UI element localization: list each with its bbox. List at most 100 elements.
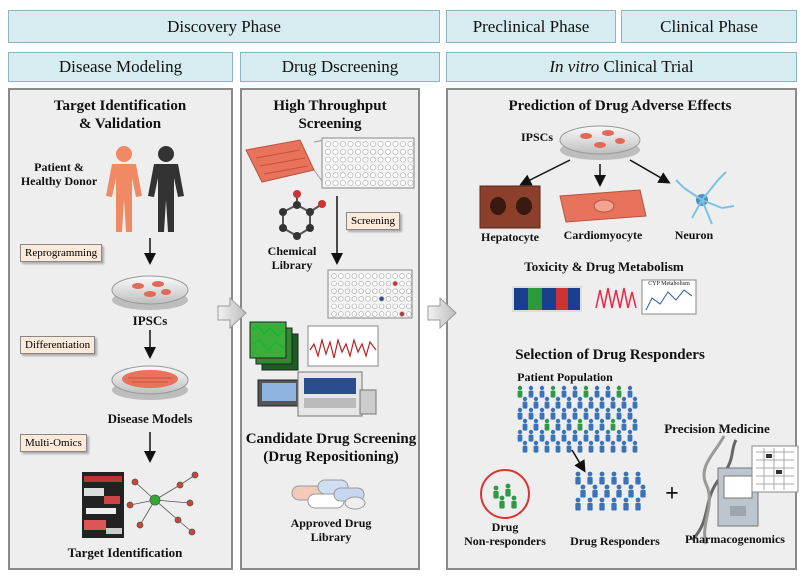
person-figure (572, 429, 578, 442)
person-figure (616, 484, 622, 498)
well (365, 296, 371, 302)
well (370, 172, 376, 179)
well (340, 180, 346, 186)
person-figure (610, 418, 616, 431)
well (340, 156, 346, 163)
well (338, 288, 344, 294)
person-figure (623, 497, 629, 511)
person-figure (583, 407, 589, 420)
well (385, 311, 392, 317)
flow-arrow-2 (427, 296, 457, 330)
well (400, 156, 406, 163)
hts-line1: High Throughput (273, 98, 387, 114)
well (372, 296, 378, 302)
person-figure (583, 385, 589, 398)
approved-drug-library-label: Approved Drug Library (286, 516, 376, 544)
well (355, 141, 361, 147)
non-responders-line2: Non-responders (464, 534, 546, 548)
well (365, 280, 371, 287)
person-figure (539, 429, 545, 442)
well (365, 288, 371, 294)
well (331, 288, 337, 294)
prediction-title: Prediction of Drug Adverse Effects (508, 98, 732, 114)
well (325, 141, 331, 147)
well (347, 156, 354, 163)
well (362, 172, 369, 179)
well (351, 280, 358, 287)
well (344, 303, 351, 310)
well (347, 164, 354, 171)
arrow-to-responders (571, 449, 586, 473)
person-figure (561, 429, 567, 442)
person-figure (594, 429, 600, 442)
omics-heatmap-icon (82, 472, 124, 538)
well (347, 148, 354, 155)
person-figure (555, 440, 561, 453)
discovery-phase-label: Discovery Phase (167, 16, 281, 36)
well (392, 164, 399, 171)
patient-donor-label: Patient & Healthy Donor (14, 160, 104, 188)
well (344, 296, 351, 302)
well (392, 180, 399, 186)
well (378, 311, 385, 317)
well (331, 296, 337, 302)
well (332, 148, 339, 155)
chemical-library-label: Chemical Library (252, 244, 332, 272)
person-figure (572, 407, 578, 420)
person-figure (544, 396, 550, 409)
well (372, 303, 378, 310)
well (358, 303, 364, 310)
person-figure (583, 429, 589, 442)
well (392, 148, 399, 155)
well (406, 273, 412, 279)
well (385, 148, 391, 155)
well (331, 280, 337, 287)
toxicity-label: Toxicity & Drug Metabolism (524, 259, 684, 274)
target-identification-title: Target Identification & Validation (14, 97, 226, 133)
person-figure (517, 385, 523, 398)
target-identification-label: Target Identification (67, 545, 183, 560)
reprogramming-tag: Reprogramming (20, 244, 103, 262)
clinical-trial-text: Clinical Trial (599, 57, 694, 76)
well (332, 156, 339, 163)
person-figure (588, 396, 594, 409)
well (378, 288, 385, 294)
cardiomyocyte-label: Cardiomyocyte (563, 228, 643, 242)
well (351, 273, 358, 279)
person-figure (599, 471, 605, 485)
well (344, 288, 351, 294)
chemical-line2: Library (271, 258, 313, 272)
person-figure (566, 440, 572, 453)
well (338, 303, 344, 310)
well (378, 296, 385, 302)
well (400, 141, 406, 147)
well (377, 148, 384, 155)
well (344, 273, 351, 279)
selection-title: Selection of Drug Responders (515, 347, 705, 363)
person-figure (605, 429, 611, 442)
person-figure (640, 484, 646, 498)
screening-plate-icon (327, 269, 413, 319)
responder-figures-icon (575, 471, 646, 511)
well (399, 311, 405, 317)
well (378, 303, 385, 310)
person-figure (566, 396, 572, 409)
gene-network-icon (126, 471, 199, 536)
well (378, 273, 385, 279)
person-figure (587, 471, 593, 485)
person-figure (616, 385, 622, 398)
well (325, 148, 331, 155)
healthy-donor-figure-icon (148, 146, 184, 232)
well (358, 296, 364, 302)
well (385, 288, 392, 294)
person-figure (616, 407, 622, 420)
well (385, 164, 391, 171)
precision-medicine-label: Precision Medicine (664, 421, 770, 436)
well (392, 273, 398, 279)
well (362, 156, 369, 163)
well (331, 273, 337, 279)
well (355, 148, 361, 155)
well (325, 180, 331, 186)
person-figure (621, 440, 627, 453)
